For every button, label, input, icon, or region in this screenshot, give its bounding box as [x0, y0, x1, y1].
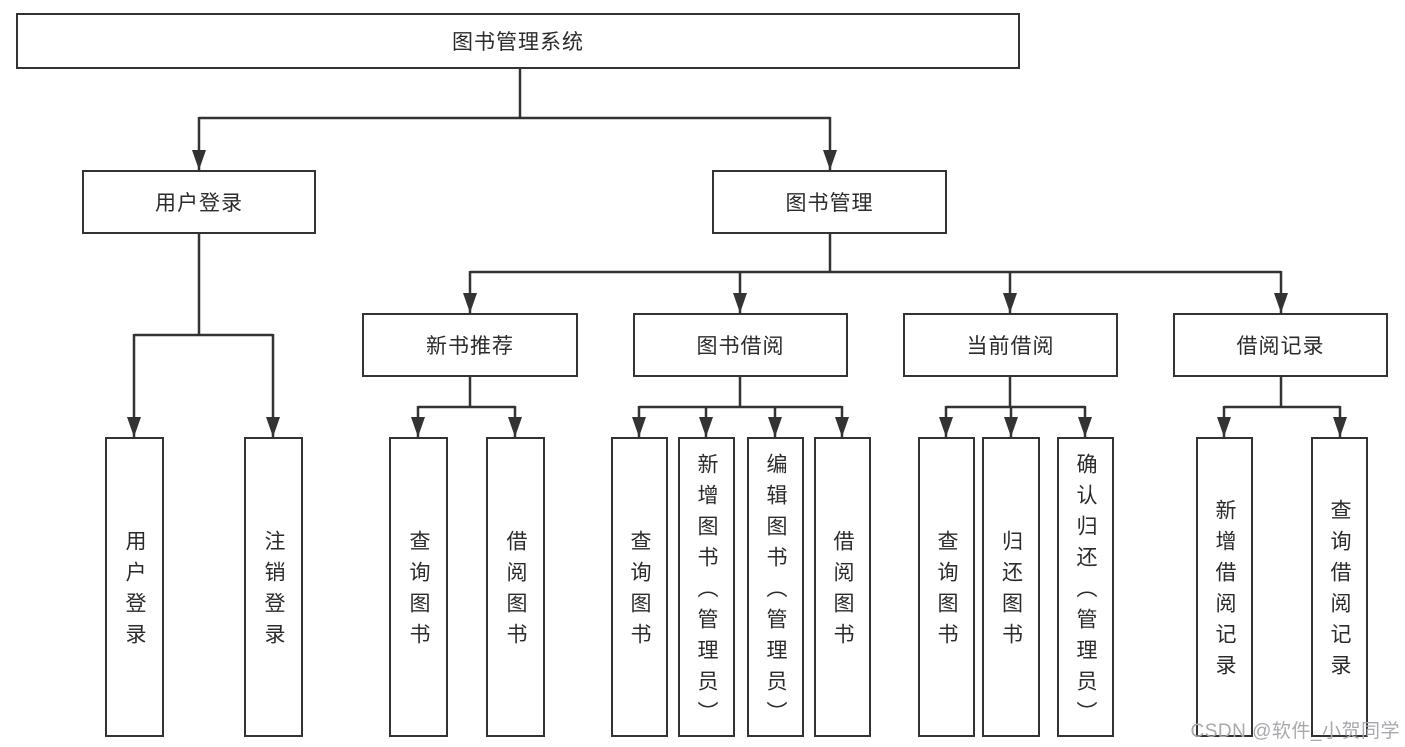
leaf-query-books-recommendation: 查询图书 [389, 437, 448, 737]
leaf-user-login: 用户登录 [105, 437, 164, 737]
node-root-library-management-system: 图书管理系统 [16, 13, 1020, 69]
node-current-borrowing: 当前借阅 [903, 313, 1118, 377]
leaf-add-borrow-record: 新增借阅记录 [1196, 437, 1253, 737]
leaf-query-borrow-record: 查询借阅记录 [1311, 437, 1368, 737]
node-user-login-branch: 用户登录 [82, 170, 316, 234]
leaf-query-books-current: 查询图书 [918, 437, 975, 737]
node-borrowing-records: 借阅记录 [1173, 313, 1388, 377]
node-new-book-recommendation: 新书推荐 [362, 313, 578, 377]
leaf-query-books-borrowing: 查询图书 [611, 437, 668, 737]
leaf-borrow-books-recommendation: 借阅图书 [486, 437, 545, 737]
leaf-edit-books-admin: 编辑图书（管理员） [747, 437, 804, 737]
leaf-borrow-books: 借阅图书 [814, 437, 871, 737]
leaf-logout: 注销登录 [244, 437, 303, 737]
leaf-confirm-return-admin: 确认归还（管理员） [1057, 437, 1114, 737]
leaf-add-books-admin: 新增图书（管理员） [678, 437, 735, 737]
node-book-borrowing: 图书借阅 [633, 313, 848, 377]
leaf-return-books: 归还图书 [982, 437, 1040, 737]
node-book-management-branch: 图书管理 [712, 170, 947, 234]
csdn-watermark: CSDN @软件_小贺同学 [1190, 721, 1400, 742]
connector-group-root [127, 69, 1347, 437]
